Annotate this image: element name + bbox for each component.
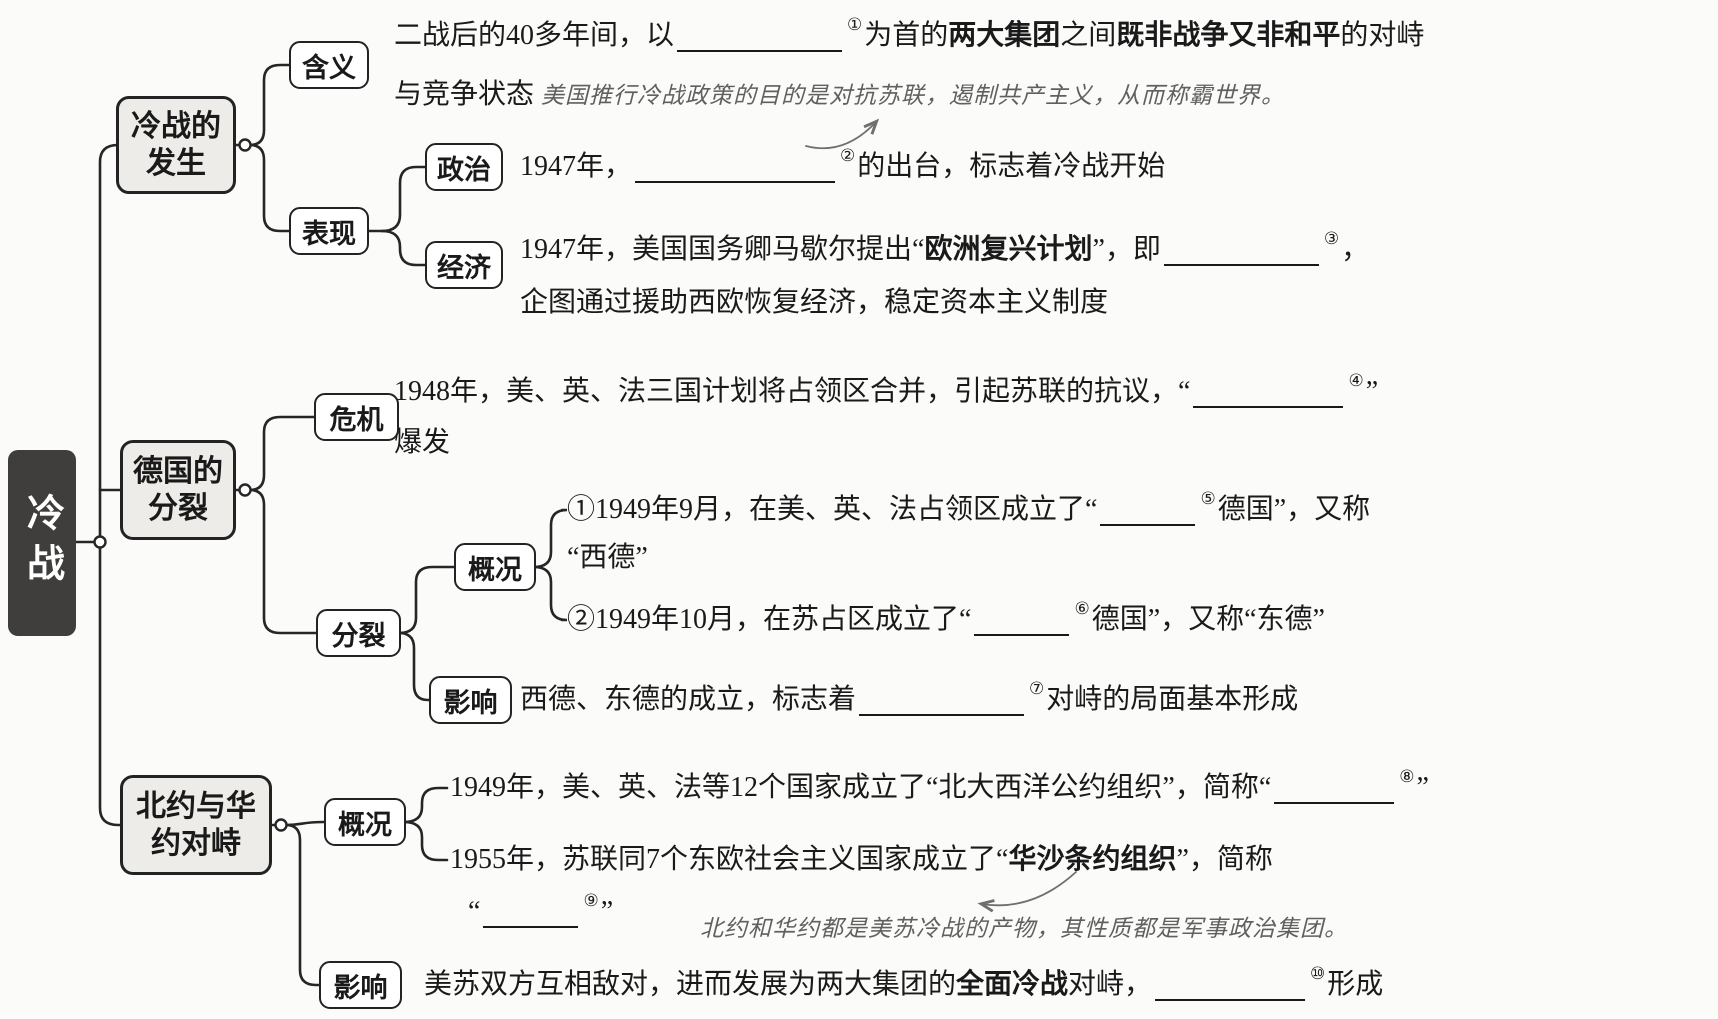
germany-overview-item2: ②1949年10月，在苏占区成立了“ ⑥德国”，又称“东德” xyxy=(567,600,1325,640)
annotation-arrow-bottom xyxy=(977,871,1077,913)
text-segment: 1948年，美、英、法三国计划将占领区合并，引起苏联的抗议，“ xyxy=(394,376,1191,407)
text-segment: 德国”，又称 xyxy=(1217,494,1371,525)
fill-in-blank xyxy=(483,892,579,928)
text-segment: ”，即 xyxy=(1092,234,1161,265)
nato-overview-item2-line2: “ ⑨” xyxy=(468,892,613,932)
node-politics: 政治 xyxy=(425,143,503,191)
text-segment: “西德” xyxy=(567,542,648,573)
node-impact-nato: 影响 xyxy=(319,961,402,1009)
branch-nato-line1: 北约与华 xyxy=(136,789,256,823)
germany-overview-item1-line2: “西德” xyxy=(567,538,648,578)
annotation-arrow-top xyxy=(805,118,880,150)
text-segment: 企图通过援助西欧恢复经济，稳定资本主义制度 xyxy=(520,287,1109,318)
text-segment: “ xyxy=(468,896,481,927)
text-segment: 的出台，标志着冷战开始 xyxy=(857,151,1166,182)
text-segment: ” xyxy=(600,896,614,927)
nato-overview-item1: 1949年，美、英、法等12个国家成立了“北大西洋公约组织”，简称“ ⑧” xyxy=(450,768,1429,808)
economy-text-line2: 企图通过援助西欧恢复经济，稳定资本主义制度 xyxy=(520,283,1108,323)
junction-dots xyxy=(93,138,288,832)
nato-overview-item2-line1: 1955年，苏联同7个东欧社会主义国家成立了“华沙条约组织”，简称 xyxy=(450,840,1273,880)
meaning-text-line1: 二战后的40多年间，以 ①为首的两大集团之间既非战争又非和平的对峙 xyxy=(394,16,1424,56)
nato-handwritten-note: 北约和华约都是美苏冷战的产物，其性质都是军事政治集团。 xyxy=(700,908,1348,948)
branch-germany: 德国的 分裂 xyxy=(120,440,236,540)
node-crisis: 危机 xyxy=(314,393,399,441)
politics-text: 1947年， ②的出台，标志着冷战开始 xyxy=(520,147,1165,187)
circled-number: ③ xyxy=(1323,229,1340,248)
node-split: 分裂 xyxy=(316,609,401,657)
node-overview-nato: 概况 xyxy=(324,798,406,846)
bold-segment: 两大集团 xyxy=(948,20,1061,51)
crisis-text-line2: 爆发 xyxy=(394,423,450,463)
node-impact-germany: 影响 xyxy=(429,676,512,724)
node-manifestation: 表现 xyxy=(289,207,369,255)
text-segment: ②1949年10月，在苏占区成立了“ xyxy=(567,604,972,635)
fill-in-blank xyxy=(1274,768,1395,804)
fill-in-blank xyxy=(677,16,843,52)
branch-occurrence: 冷战的 发生 xyxy=(116,96,236,194)
circled-number: ⑥ xyxy=(1074,599,1090,618)
fill-in-blank xyxy=(859,680,1025,716)
circled-number: ④ xyxy=(1348,371,1364,390)
economy-text-line1: 1947年，美国国务卿马歇尔提出“欧洲复兴计划”，即 ③， xyxy=(520,230,1369,270)
fill-in-blank xyxy=(1163,230,1319,266)
circled-number: ① xyxy=(847,15,863,34)
text-segment: 二战后的40多年间，以 xyxy=(394,20,675,51)
text-segment: ①1949年9月，在美、英、法占领区成立了“ xyxy=(567,494,1098,525)
germany-overview-item1-line1: ①1949年9月，在美、英、法占领区成立了“ ⑤德国”，又称 xyxy=(567,490,1370,530)
text-segment: 对峙的局面基本形成 xyxy=(1046,684,1299,715)
circled-number: ⑧ xyxy=(1399,767,1415,786)
text-segment: ” xyxy=(1365,376,1379,407)
fill-in-blank xyxy=(1100,490,1196,526)
fill-in-blank xyxy=(1155,965,1306,1001)
text-segment: 爆发 xyxy=(394,427,451,458)
text-segment: 为首的 xyxy=(864,20,949,51)
germany-impact-text: 西德、东德的成立，标志着 ⑦对峙的局面基本形成 xyxy=(520,680,1298,720)
circled-number: ⑩ xyxy=(1310,964,1326,983)
branch-germany-line1: 德国的 xyxy=(133,454,223,488)
meaning-text-line2: 与竞争状态 美国推行冷战政策的目的是对抗苏联，遏制共产主义，从而称霸世界。 xyxy=(394,75,1285,115)
text-segment: 之间 xyxy=(1060,20,1117,51)
root-node-cold-war: 冷战 xyxy=(8,450,76,636)
branch-occurrence-line2: 发生 xyxy=(146,147,206,180)
branch-occurrence-line1: 冷战的 xyxy=(131,109,221,143)
circled-number: ② xyxy=(840,146,856,165)
bold-segment: 华沙条约组织 xyxy=(1008,844,1177,875)
nato-impact-text: 美苏双方互相敌对，进而发展为两大集团的全面冷战对峙， ⑩形成 xyxy=(424,965,1383,1005)
text-segment: ”，简称 xyxy=(1176,844,1273,875)
text-segment: 形成 xyxy=(1327,969,1384,1000)
circled-number: ⑤ xyxy=(1200,489,1216,508)
branch-germany-line2: 分裂 xyxy=(148,492,208,525)
crisis-text-line1: 1948年，美、英、法三国计划将占领区合并，引起苏联的抗议，“ ④” xyxy=(394,372,1378,412)
bold-segment: 全面冷战 xyxy=(956,969,1069,1000)
text-segment: ” xyxy=(1416,772,1429,803)
branch-nato: 北约与华 约对峙 xyxy=(120,775,272,875)
branch-nato-line2: 约对峙 xyxy=(151,827,241,860)
node-overview-germany: 概况 xyxy=(454,543,536,591)
handwritten-segment: 北约和华约都是美苏冷战的产物，其性质都是军事政治集团。 xyxy=(700,916,1348,942)
text-segment: 1947年， xyxy=(520,151,633,182)
text-segment: 西德、东德的成立，标志着 xyxy=(520,684,857,715)
tree-connectors xyxy=(74,63,568,987)
circled-number: ⑦ xyxy=(1029,679,1045,698)
bold-segment: 欧洲复兴计划 xyxy=(924,234,1093,265)
fill-in-blank xyxy=(974,600,1070,636)
text-segment: 对峙， xyxy=(1068,969,1153,1000)
node-meaning: 含义 xyxy=(289,41,369,89)
text-segment: 与竞争状态 xyxy=(394,79,542,110)
text-segment: 美苏双方互相敌对，进而发展为两大集团的 xyxy=(424,969,957,1000)
text-segment: 1955年，苏联同7个东欧社会主义国家成立了“ xyxy=(450,844,1009,875)
text-segment: 1947年，美国国务卿马歇尔提出“ xyxy=(520,234,925,265)
fill-in-blank xyxy=(635,147,836,183)
bold-segment: 既非战争又非和平 xyxy=(1116,20,1341,51)
text-segment: 的对峙 xyxy=(1340,20,1425,51)
text-segment: 1949年，美、英、法等12个国家成立了“北大西洋公约组织”，简称“ xyxy=(450,772,1272,803)
text-segment: 德国”，又称“东德” xyxy=(1091,604,1325,635)
text-segment: ， xyxy=(1341,234,1370,265)
circled-number: ⑨ xyxy=(583,891,599,910)
node-economy: 经济 xyxy=(425,241,503,289)
handwritten-segment: 美国推行冷战政策的目的是对抗苏联，遏制共产主义，从而称霸世界。 xyxy=(541,83,1286,109)
fill-in-blank xyxy=(1193,372,1344,408)
